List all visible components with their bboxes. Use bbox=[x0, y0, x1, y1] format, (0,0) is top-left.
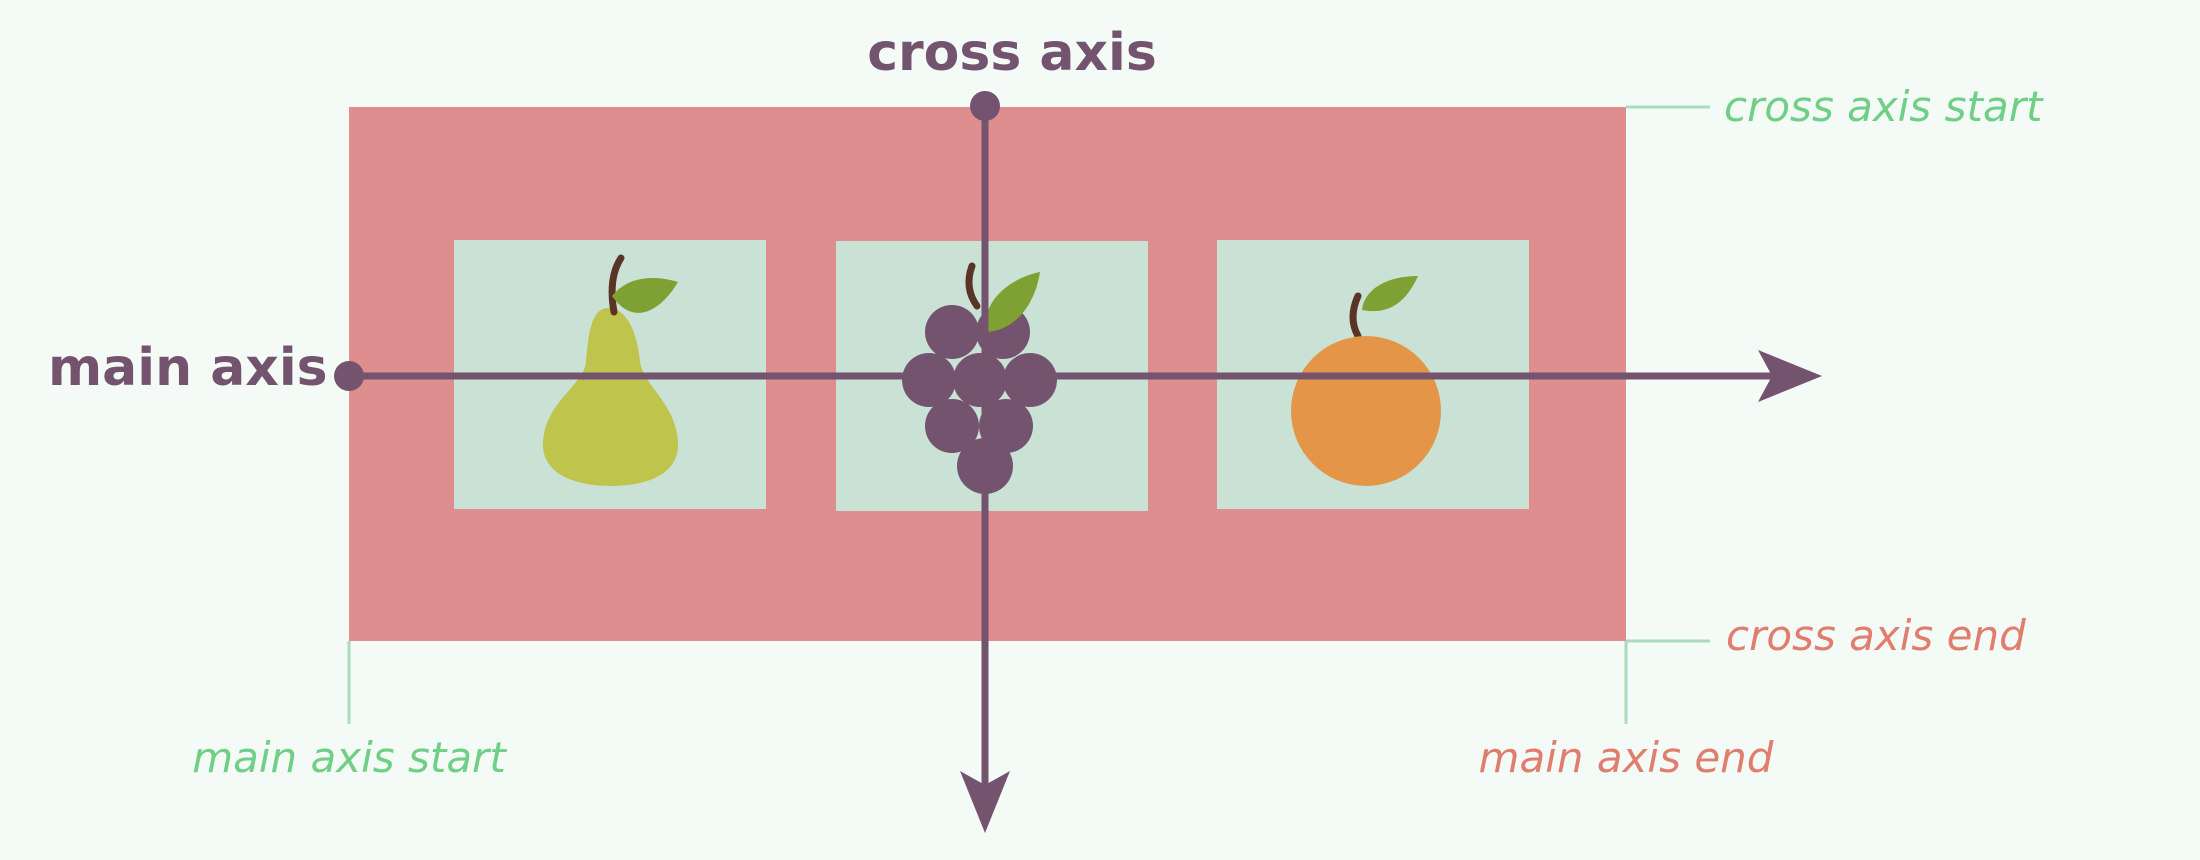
main-axis-end-label: main axis end bbox=[1479, 733, 1774, 782]
cross-axis-end-label: cross axis end bbox=[1726, 611, 2026, 660]
pear-icon bbox=[542, 254, 679, 486]
cross-axis-start-label: cross axis start bbox=[1724, 82, 2044, 131]
main-axis-start-label: main axis start bbox=[192, 733, 507, 782]
main-axis-arrow bbox=[334, 350, 1822, 402]
main-axis-title: main axis bbox=[48, 338, 328, 398]
grapes-icon bbox=[902, 262, 1057, 494]
cross-axis-title: cross axis bbox=[867, 23, 1157, 83]
cross-axis-arrow bbox=[960, 91, 1010, 833]
